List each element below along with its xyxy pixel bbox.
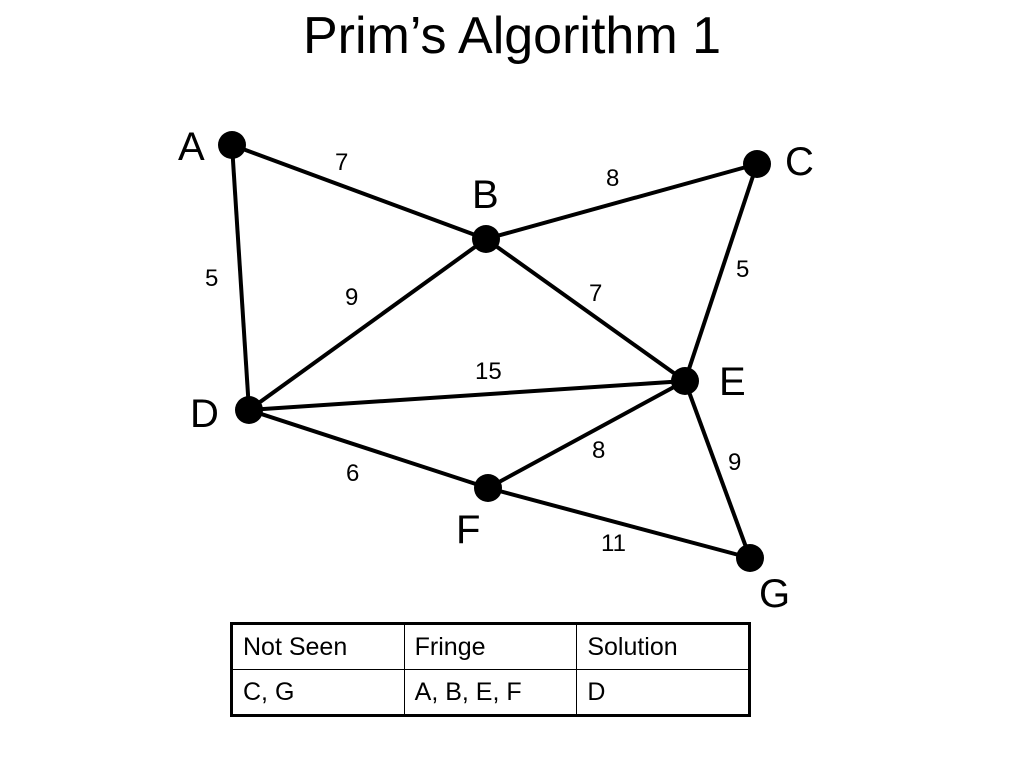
table-cell-fringe: A, B, E, F bbox=[403, 669, 578, 716]
node-f bbox=[474, 474, 502, 502]
edge-weight-e-g: 9 bbox=[728, 449, 741, 476]
node-label-f: F bbox=[456, 508, 480, 552]
slide-title: Prim’s Algorithm 1 bbox=[302, 7, 722, 65]
node-label-b: B bbox=[472, 173, 499, 217]
edge-e-g bbox=[683, 380, 752, 559]
node-a bbox=[218, 131, 246, 159]
edge-group bbox=[230, 143, 759, 560]
edge-weight-c-e: 5 bbox=[736, 256, 749, 283]
node-label-c: C bbox=[785, 140, 814, 184]
table-header-fringe: Fringe bbox=[403, 623, 578, 670]
weight-label-group: 7 5 8 9 7 5 15 6 8 9 11 bbox=[205, 149, 749, 557]
table-cell-solution: D bbox=[576, 669, 750, 716]
node-c bbox=[743, 150, 771, 178]
table-header-row: Not Seen Fringe Solution bbox=[231, 623, 750, 670]
table-row: C, G A, B, E, F D bbox=[231, 669, 750, 716]
edge-e-f bbox=[487, 379, 686, 490]
edge-d-e bbox=[248, 379, 686, 412]
edge-weight-d-f: 6 bbox=[346, 460, 359, 487]
edge-d-f bbox=[248, 408, 489, 490]
graph-diagram: 7 5 8 9 7 5 15 6 8 9 11 A B C D E F G bbox=[178, 125, 814, 616]
edge-weight-a-b: 7 bbox=[335, 149, 348, 176]
node-label-d: D bbox=[190, 392, 219, 436]
algorithm-state-table: Not Seen Fringe Solution C, G A, B, E, F… bbox=[230, 622, 751, 717]
edge-a-b bbox=[231, 143, 487, 241]
edge-weight-b-d: 9 bbox=[345, 284, 358, 311]
edge-c-e bbox=[683, 163, 759, 382]
table-header-solution: Solution bbox=[576, 623, 750, 670]
edge-f-g bbox=[487, 486, 751, 560]
edge-weight-e-f: 8 bbox=[592, 437, 605, 464]
node-e bbox=[671, 367, 699, 395]
node-label-group: A B C D E F G bbox=[178, 125, 814, 616]
edge-b-d bbox=[247, 237, 488, 412]
edge-a-d bbox=[230, 144, 251, 411]
edge-weight-f-g: 11 bbox=[601, 530, 626, 557]
edge-weight-b-c: 8 bbox=[606, 165, 619, 192]
node-label-a: A bbox=[178, 125, 205, 169]
edge-b-c bbox=[485, 162, 758, 241]
edge-weight-a-d: 5 bbox=[205, 265, 218, 292]
edge-weight-b-e: 7 bbox=[589, 280, 602, 307]
node-d bbox=[235, 396, 263, 424]
node-b bbox=[472, 225, 500, 253]
table-header-not-seen: Not Seen bbox=[231, 623, 405, 670]
edge-b-e bbox=[484, 237, 687, 383]
node-label-e: E bbox=[719, 360, 746, 404]
node-group bbox=[218, 131, 771, 572]
table-cell-not-seen: C, G bbox=[231, 669, 405, 716]
node-g bbox=[736, 544, 764, 572]
edge-weight-d-e: 15 bbox=[475, 358, 502, 385]
node-label-g: G bbox=[759, 572, 790, 616]
